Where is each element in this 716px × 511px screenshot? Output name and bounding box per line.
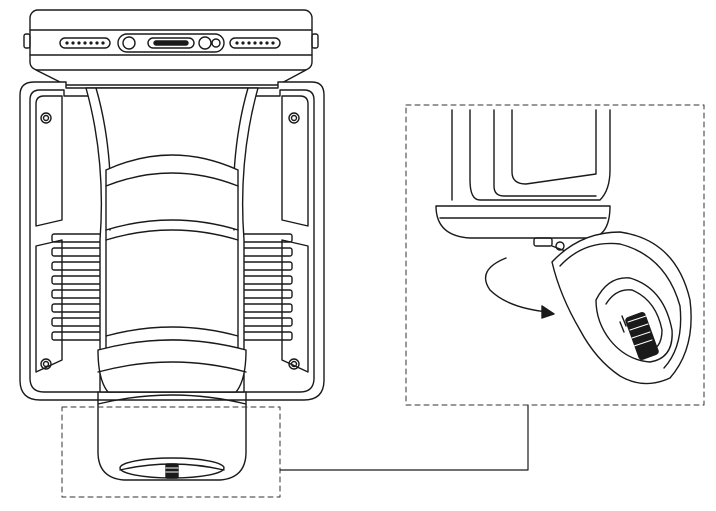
phone-top-icon xyxy=(23,9,319,86)
leader-line xyxy=(279,404,529,471)
callout-box-source xyxy=(61,406,281,498)
rotation-arrow-icon xyxy=(484,257,555,319)
lens-barrel-icon xyxy=(97,154,247,481)
callout-box-detail xyxy=(405,104,705,406)
connector-pins-icon xyxy=(619,312,659,360)
